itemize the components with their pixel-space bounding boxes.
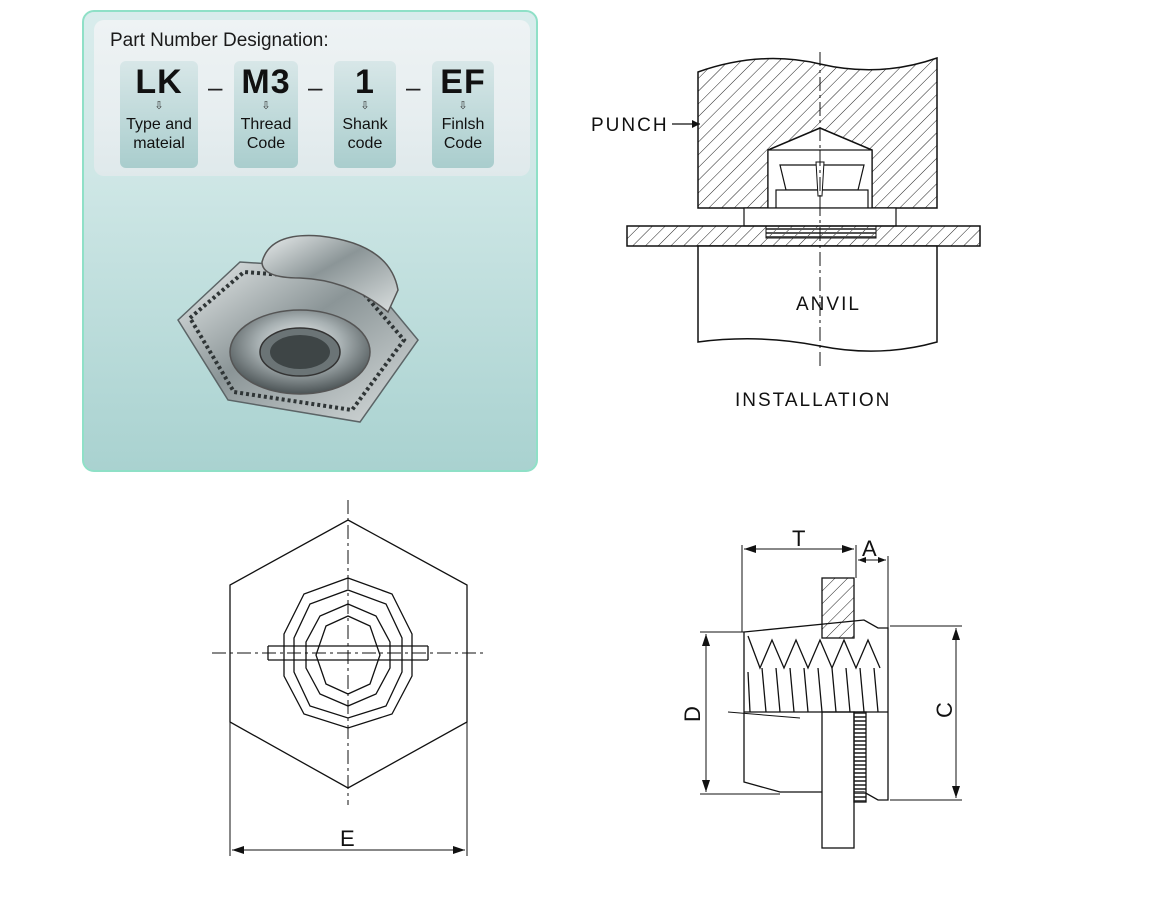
dim-t-label: T (792, 526, 805, 551)
down-arrow-icon: ⇩ (458, 100, 468, 112)
code-desc-2: Code (443, 135, 483, 152)
dim-a-label: A (862, 536, 877, 561)
code-value: LK (135, 63, 183, 101)
separator: – (406, 72, 421, 102)
code-value: 1 (355, 63, 375, 101)
code-desc-1: Thread (240, 116, 292, 133)
dim-e-label: E (340, 826, 355, 851)
anvil-label: ANVIL (796, 294, 861, 315)
code-shank: 1 ⇩ Shank code (334, 61, 396, 168)
punch-label: PUNCH (591, 115, 669, 136)
down-arrow-icon: ⇩ (360, 100, 370, 112)
punch (697, 56, 938, 209)
separator: – (208, 72, 223, 102)
code-thread: M3 ⇩ Thread Code (234, 61, 298, 168)
code-value: EF (440, 63, 486, 101)
code-desc-2: Code (246, 135, 286, 152)
installation-drawing: PUNCH ANVIL INSTALLATION (591, 52, 981, 411)
code-desc-2: code (347, 135, 383, 152)
nut-product-image (177, 234, 419, 423)
code-desc-1: Shank (342, 116, 388, 133)
down-arrow-icon: ⇩ (154, 100, 164, 112)
part-number-panel: Part Number Designation: LK ⇩ Type and m… (82, 10, 538, 472)
designation-title: Part Number Designation: (110, 30, 329, 51)
separator: – (308, 72, 323, 102)
down-arrow-icon: ⇩ (261, 100, 271, 112)
side-view-drawing (700, 545, 962, 849)
code-desc-1: Type and (126, 116, 192, 133)
code-desc-2: mateial (133, 135, 185, 152)
top-view-drawing (212, 500, 486, 856)
installation-caption: INSTALLATION (735, 390, 891, 411)
code-finish: EF ⇩ Finlsh Code (432, 61, 494, 168)
code-value: M3 (241, 63, 291, 101)
designation-card: Part Number Designation: LK ⇩ Type and m… (94, 20, 530, 176)
code-desc-1: Finlsh (441, 116, 485, 133)
dim-c-label: C (932, 702, 957, 718)
dim-d-label: D (680, 706, 705, 722)
code-type-material: LK ⇩ Type and mateial (120, 61, 198, 168)
